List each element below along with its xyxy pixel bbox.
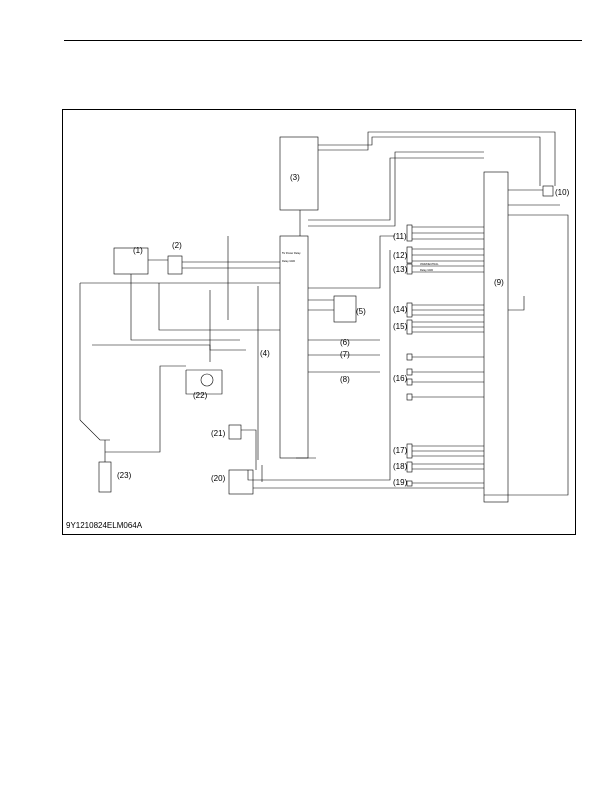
ecu-pin-label-b: Relay GND bbox=[282, 259, 295, 263]
callout-7: (7) bbox=[340, 350, 350, 359]
component-3-box bbox=[279, 136, 319, 211]
callout-23: (23) bbox=[117, 471, 132, 480]
callout-20: (20) bbox=[211, 474, 226, 483]
relay-5-box bbox=[333, 295, 357, 323]
callout-12: (12) bbox=[393, 251, 408, 260]
callout-11: (11) bbox=[393, 232, 407, 241]
controller-9-box bbox=[483, 171, 509, 503]
header-rule bbox=[64, 40, 582, 41]
callout-5: (5) bbox=[356, 307, 366, 316]
callout-16: (16) bbox=[393, 374, 408, 383]
callout-14: (14) bbox=[393, 305, 408, 314]
callout-21: (21) bbox=[211, 429, 226, 438]
key-switch-1-box bbox=[113, 247, 149, 275]
figure-code: 9Y1210824ELM064A bbox=[66, 521, 143, 530]
diagram-frame bbox=[62, 109, 576, 535]
callout-1: (1) bbox=[133, 246, 143, 255]
sensor-10-box bbox=[542, 185, 554, 197]
callout-17: (17) bbox=[393, 446, 408, 455]
callout-18: (18) bbox=[393, 462, 408, 471]
ecu-4-box bbox=[279, 235, 309, 459]
motor-22-circle bbox=[200, 373, 214, 387]
callout-22: (22) bbox=[193, 391, 208, 400]
sensor-21-box bbox=[228, 424, 242, 440]
connector-20-box bbox=[228, 469, 254, 495]
callout-10: (10) bbox=[555, 188, 570, 197]
callout-2: (2) bbox=[172, 241, 182, 250]
m13-label-b: Relay GND bbox=[420, 268, 433, 272]
relay-2-box bbox=[167, 255, 183, 275]
wiring-lines bbox=[79, 131, 569, 496]
callout-13: (13) bbox=[393, 265, 408, 274]
callout-8: (8) bbox=[340, 375, 350, 384]
callout-19: (19) bbox=[393, 478, 408, 487]
callout-4: (4) bbox=[260, 349, 270, 358]
callout-6: (6) bbox=[340, 338, 350, 347]
ecu-pin-label-a: 5V Power Relay bbox=[282, 251, 301, 255]
callout-9: (9) bbox=[494, 278, 504, 287]
callout-15: (15) bbox=[393, 322, 408, 331]
battery-23-box bbox=[98, 461, 112, 493]
m13-label-a: 4WD/NEUTRAL bbox=[420, 262, 439, 266]
callout-3: (3) bbox=[290, 173, 300, 182]
